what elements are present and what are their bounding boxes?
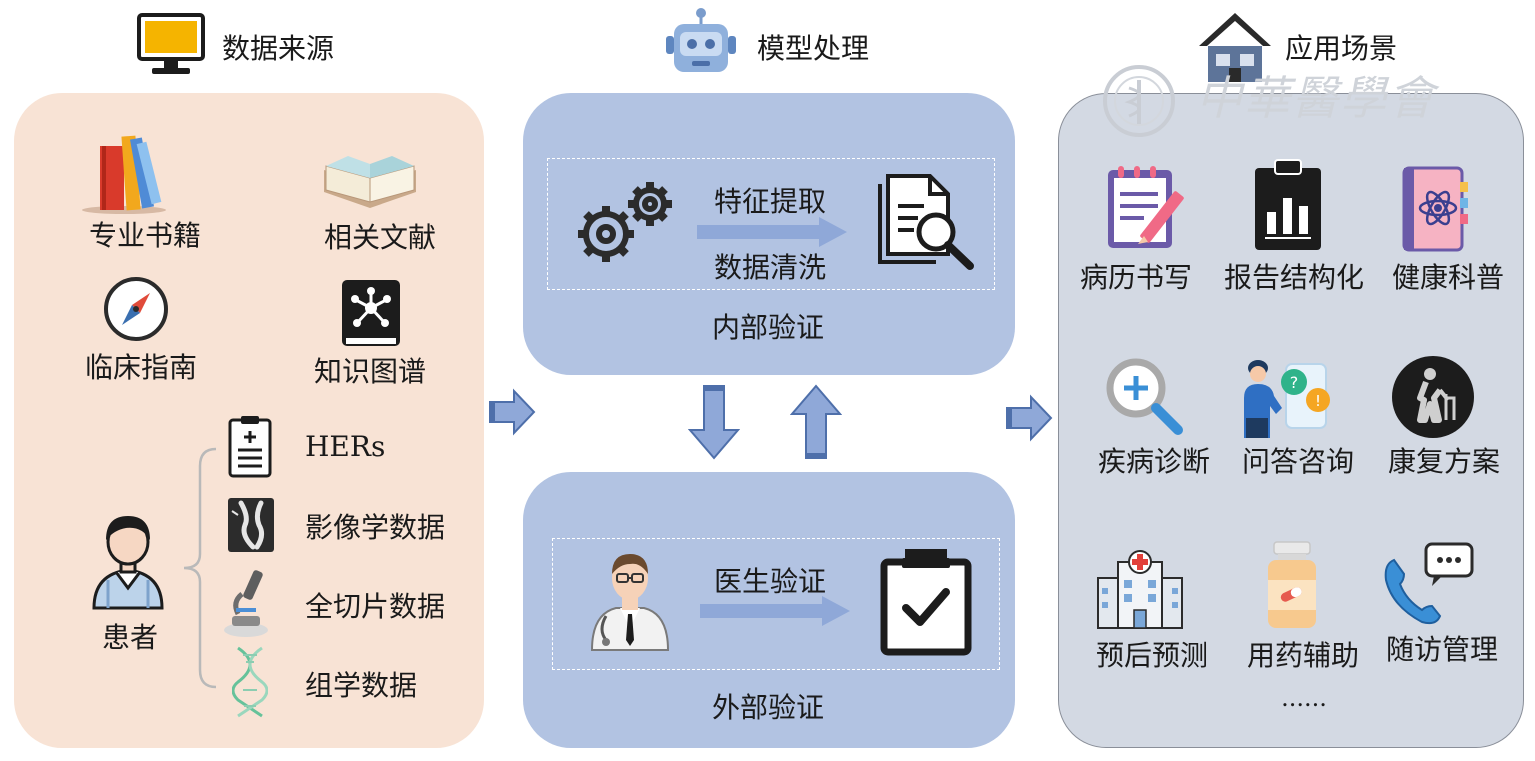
- data-cleaning-label: 数据清洗: [713, 251, 826, 284]
- report-clipboard-icon: [1253, 158, 1323, 252]
- sources-to-model-arrow: [488, 388, 536, 436]
- internal-to-external-down-arrow: [688, 384, 740, 460]
- science-book-icon: [1398, 166, 1472, 252]
- clipboard-check-icon: [880, 548, 972, 656]
- sources-header: 数据来源: [222, 32, 335, 65]
- cma-seal-logo: [1095, 62, 1185, 140]
- knowledge-graph-book-icon: [338, 278, 404, 350]
- magnifier-plus-icon: [1104, 356, 1186, 436]
- external-to-internal-up-arrow: [790, 384, 842, 460]
- patient-icon: [86, 508, 170, 610]
- app-item-rehab-plan: 康复方案: [1387, 445, 1500, 478]
- apps-more-ellipsis: ......: [1281, 684, 1327, 712]
- app-item-report-structuring: 报告结构化: [1223, 261, 1364, 294]
- doctor-icon: [588, 544, 672, 652]
- model-header: 模型处理: [757, 32, 870, 65]
- clipboard-record-icon: [226, 414, 274, 478]
- qa-consultation-icon: ? !: [1240, 358, 1336, 438]
- patient-label: 患者: [101, 621, 158, 654]
- patient-data-brace: [180, 446, 220, 690]
- app-item-medical-record: 病历书写: [1079, 261, 1192, 294]
- patient-data-item-wsi: 全切片数据: [305, 590, 446, 623]
- external-validation-title: 外部验证: [711, 691, 824, 724]
- hospital-icon: [1096, 548, 1184, 630]
- internal-validation-title: 内部验证: [711, 311, 824, 344]
- robot-icon: [662, 6, 740, 80]
- app-item-prognosis: 预后预测: [1095, 639, 1208, 672]
- model-to-apps-arrow: [1005, 394, 1053, 442]
- app-item-diagnosis: 疾病诊断: [1097, 445, 1210, 478]
- apps-header: 应用场景: [1285, 32, 1398, 65]
- feature-extraction-label: 特征提取: [713, 185, 826, 218]
- doctor-validation-label: 医生验证: [713, 565, 826, 598]
- svg-text:?: ?: [1290, 373, 1299, 392]
- house-icon: [1196, 10, 1274, 84]
- notepad-pencil-icon: [1104, 164, 1188, 252]
- app-item-health-education: 健康科普: [1391, 261, 1504, 294]
- rehab-elder-icon: [1390, 354, 1476, 440]
- medicine-bottle-icon: [1260, 540, 1324, 630]
- svg-text:!: !: [1315, 392, 1321, 410]
- knowledge-graph-label: 知识图谱: [313, 355, 426, 388]
- compass-icon: [103, 276, 169, 342]
- external-process-box: [552, 538, 1000, 670]
- internal-process-arrow: [695, 215, 849, 249]
- microscope-icon: [222, 566, 272, 638]
- patient-data-item-hers: HERs: [305, 430, 386, 463]
- internal-process-box: [547, 158, 995, 290]
- app-item-qa-consultation: 问答咨询: [1241, 445, 1354, 478]
- dna-icon: [232, 646, 268, 718]
- document-search-icon: [874, 174, 976, 270]
- guidelines-label: 临床指南: [84, 351, 197, 384]
- watermark-text: 中華醫學會: [1196, 71, 1436, 125]
- app-item-follow-up: 随访管理: [1385, 633, 1498, 666]
- books-icon: [78, 128, 170, 214]
- external-process-arrow: [698, 594, 852, 628]
- app-item-medication-assist: 用药辅助: [1246, 639, 1359, 672]
- gears-icon: [568, 178, 678, 270]
- patient-data-item-omics: 组学数据: [305, 669, 418, 702]
- patient-data-item-imaging: 影像学数据: [305, 511, 446, 544]
- books-label: 专业书籍: [88, 219, 201, 252]
- open-book-icon: [318, 150, 422, 212]
- phone-chat-icon: [1382, 540, 1476, 626]
- xray-icon: [227, 497, 275, 553]
- monitor-icon: [136, 12, 206, 78]
- literature-label: 相关文献: [323, 221, 436, 254]
